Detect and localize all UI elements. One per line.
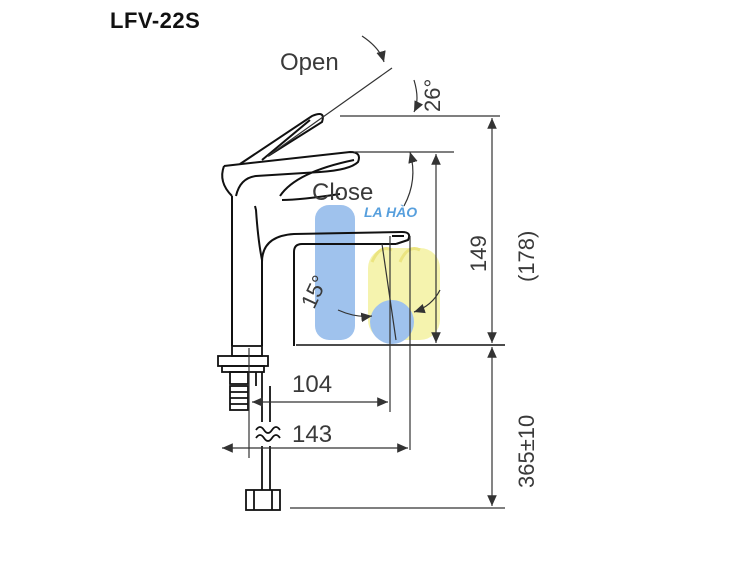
angle-26-label: 26°	[420, 79, 445, 112]
open-label: Open	[280, 49, 339, 76]
model-title: LFV-22S	[110, 8, 201, 33]
height-149-label: 149	[466, 235, 491, 272]
close-label: Close	[312, 179, 373, 206]
height-178-label: (178)	[514, 231, 539, 282]
open-angle-dimension	[267, 35, 500, 157]
reach-143-label: 143	[292, 421, 332, 448]
height-dimensions	[290, 118, 505, 509]
reach-dimensions	[222, 348, 408, 458]
watermark-text: LA HÀO	[364, 204, 417, 220]
reach-104-label: 104	[292, 371, 332, 398]
hose-length-label: 365±10	[514, 415, 539, 488]
watermark-logo: LA HÀO	[315, 204, 440, 344]
faucet-base	[217, 345, 269, 411]
faucet-body	[221, 113, 411, 346]
axis-lines	[381, 236, 411, 450]
